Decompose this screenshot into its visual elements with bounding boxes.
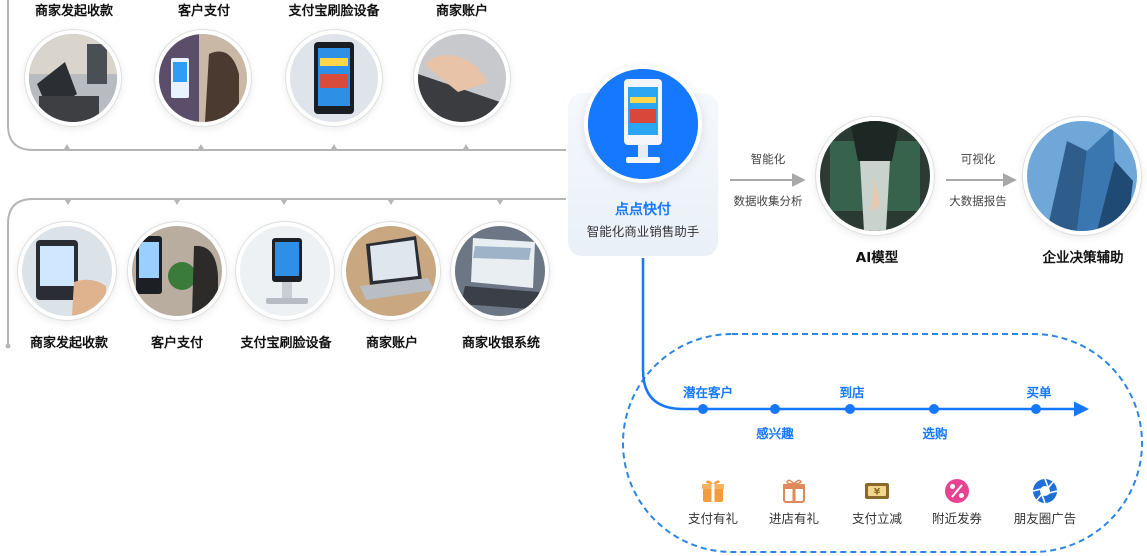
bottom-label-customer-pay: 客户支付: [150, 336, 204, 351]
bottom-alipay-device-photo: [240, 226, 330, 316]
promo-label-moments-ad: 朋友圈广告: [1013, 511, 1077, 526]
alipay-face-device-photo: [290, 34, 378, 122]
bottom-cashier-system-photo: [455, 226, 545, 316]
bottom-merchant-pos-photo: [22, 226, 112, 316]
gift-box-icon: [783, 479, 805, 503]
hub-title: 点点快付: [615, 202, 671, 218]
journey-stage-arrive: 到店: [839, 385, 865, 400]
bottom-label-merchant-collect: 商家发起收款: [29, 336, 109, 351]
top-label-merchant-account: 商家账户: [435, 4, 489, 19]
bottom-bracket-line: [7, 198, 566, 346]
aperture-icon: [1032, 478, 1058, 504]
bottom-customer-pay-photo: [132, 226, 222, 316]
ai-model-label: AI模型: [855, 250, 899, 266]
bottom-label-alipay-device: 支付宝刷脸设备: [240, 336, 332, 351]
kiosk-device-photo: [588, 69, 698, 179]
merchant-account-photo: [418, 34, 506, 122]
journey-stage-checkout: 买单: [1026, 385, 1052, 400]
flow-step1-bottom: 数据收集分析: [733, 194, 803, 208]
gift-icon: [702, 480, 724, 502]
top-label-customer-pay: 客户支付: [177, 4, 231, 19]
promo-label-nearby-coupon: 附近发券: [931, 511, 983, 526]
journey-stage-interested: 感兴趣: [756, 426, 794, 441]
flow-step2-bottom: 大数据报告: [949, 194, 1007, 208]
promo-label-pay-gift: 支付有礼: [687, 511, 739, 526]
journey-stage-potential: 潜在客户: [682, 385, 734, 400]
top-bracket-line: [7, 0, 566, 151]
top-label-alipay-device: 支付宝刷脸设备: [288, 4, 380, 19]
decision-building-photo: [1027, 121, 1137, 231]
cash-voucher-icon: ¥: [865, 483, 889, 499]
flow-step2-top: 可视化: [960, 152, 996, 166]
hub-subtitle: 智能化商业销售助手: [586, 224, 700, 239]
bottom-label-cashier-system: 商家收银系统: [461, 336, 541, 351]
decision-label: 企业决策辅助: [1042, 250, 1124, 266]
percent-coupon-icon: [945, 479, 969, 503]
journey-line: [641, 258, 1089, 417]
journey-region: [622, 333, 1143, 553]
svg-text:¥: ¥: [874, 488, 881, 498]
bottom-merchant-laptop-photo: [346, 226, 436, 316]
journey-stage-select: 选购: [922, 426, 948, 441]
promo-label-store-gift: 进店有礼: [768, 511, 820, 526]
bottom-label-merchant-account: 商家账户: [365, 336, 419, 351]
top-label-merchant-collect: 商家发起收款: [34, 4, 114, 19]
promo-label-pay-discount: 支付立减: [851, 511, 903, 526]
ai-model-photo: [820, 121, 930, 231]
flow-step1-top: 智能化: [750, 152, 786, 166]
merchant-pos-photo: [29, 34, 117, 122]
customer-pay-photo: [159, 34, 247, 122]
